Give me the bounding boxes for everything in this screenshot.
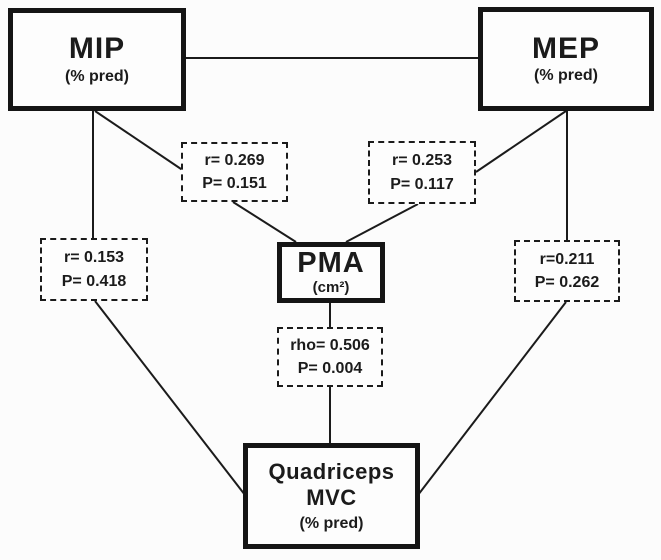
- node-mip: MIP (% pred): [8, 8, 186, 111]
- label-mep-qmvc-r-value: r=0.211: [539, 250, 595, 268]
- label-mep-pma-p-value: P= 0.117: [390, 175, 454, 193]
- node-quadriceps-mvc-title-line1: Quadriceps: [268, 459, 395, 485]
- edge-mep-to-label-mep-pma: [475, 110, 567, 173]
- node-mep: MEP (% pred): [478, 7, 654, 111]
- edge-label-mip-pma-to-pma: [232, 201, 297, 243]
- edge-label-mep-pma-to-pma: [345, 203, 419, 243]
- node-pma-subtitle: (cm²): [312, 278, 350, 296]
- label-mip-pma-correlation: r= 0.269 P= 0.151: [181, 142, 288, 202]
- edge-mip-to-label-mip-pma: [94, 110, 185, 172]
- label-mip-qmvc-correlation: r= 0.153 P= 0.418: [40, 238, 148, 301]
- label-mip-pma-r-value: r= 0.269: [204, 151, 265, 169]
- label-pma-qmvc-p-value: P= 0.004: [297, 360, 363, 377]
- edge-label-mip-qmvc-to-qmvc: [94, 300, 246, 496]
- node-mip-title: MIP: [68, 32, 126, 66]
- label-pma-qmvc-rho-value: rho= 0.506: [290, 336, 370, 354]
- node-mep-title: MEP: [531, 31, 600, 65]
- label-pma-qmvc-correlation: rho= 0.506 P= 0.004: [277, 327, 383, 387]
- node-pma-title: PMA: [297, 247, 365, 280]
- node-quadriceps-mvc: Quadriceps MVC (% pred): [243, 443, 420, 549]
- label-mep-pma-correlation: r= 0.253 P= 0.117: [368, 141, 476, 204]
- node-quadriceps-mvc-subtitle: (% pred): [299, 514, 364, 532]
- node-quadriceps-mvc-title-line2: MVC: [306, 485, 357, 511]
- edge-label-mep-qmvc-to-qmvc: [417, 301, 567, 496]
- label-mep-pma-r-value: r= 0.253: [391, 152, 453, 170]
- label-mip-qmvc-p-value: P= 0.418: [61, 272, 127, 290]
- node-pma: PMA (cm²): [277, 242, 385, 303]
- label-mep-qmvc-correlation: r=0.211 P= 0.262: [514, 240, 620, 302]
- label-mip-qmvc-r-value: r= 0.153: [63, 249, 125, 267]
- node-mep-subtitle: (% pred): [534, 67, 598, 85]
- label-mep-qmvc-p-value: P= 0.262: [534, 274, 600, 291]
- node-mip-subtitle: (% pred): [65, 67, 129, 85]
- label-mip-pma-p-value: P= 0.151: [202, 175, 267, 192]
